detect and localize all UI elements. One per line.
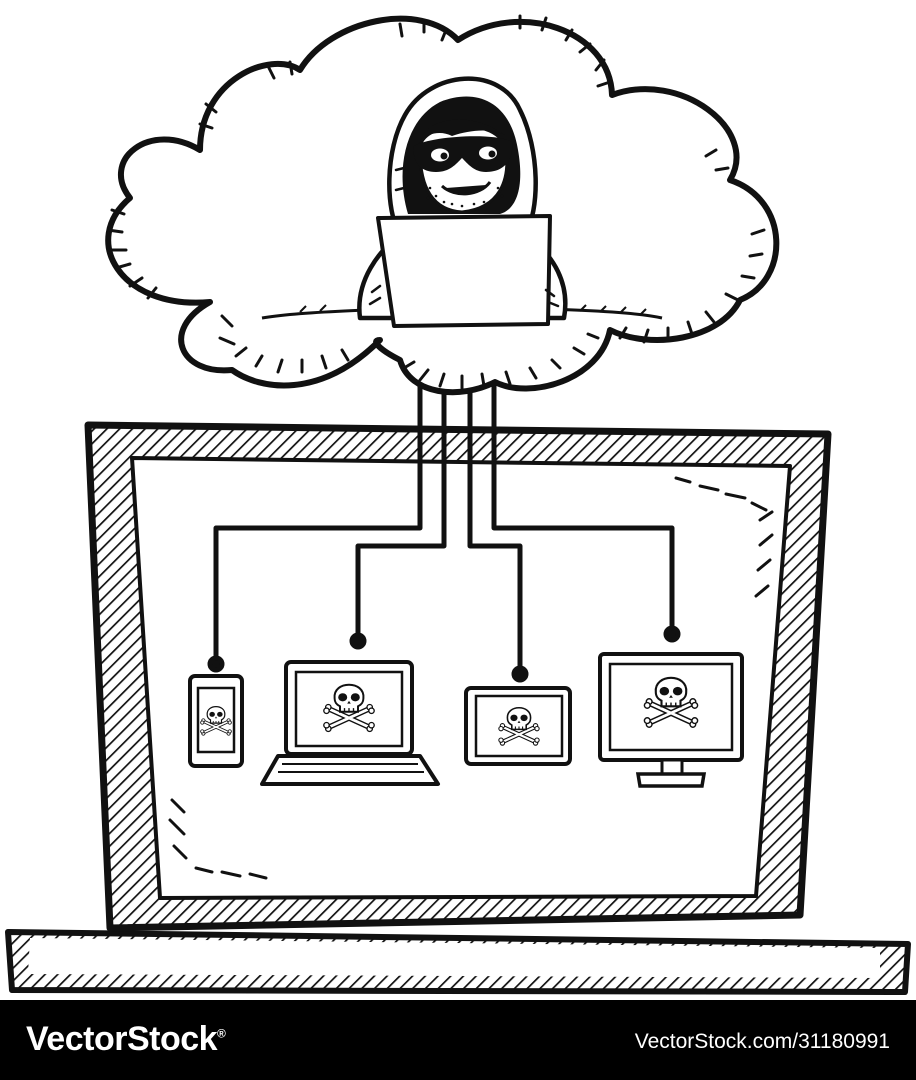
hacker-cloud-illustration [5,14,911,995]
laptop-screen-frame [84,421,832,932]
network-cables [207,385,681,683]
tablet-icon [464,686,572,766]
vectorstock-logo: VectorStock® [26,1020,226,1058]
watermark-footer: VectorStock® VectorStock.com/31180991 [0,1000,916,1080]
laptop-base [5,929,911,995]
laptop-icon [260,660,440,786]
hacker-icon [261,76,663,328]
image-id-text: VectorStock.com/31180991 [634,1030,890,1053]
monitor-icon [598,652,744,788]
smartphone-icon [188,674,244,768]
